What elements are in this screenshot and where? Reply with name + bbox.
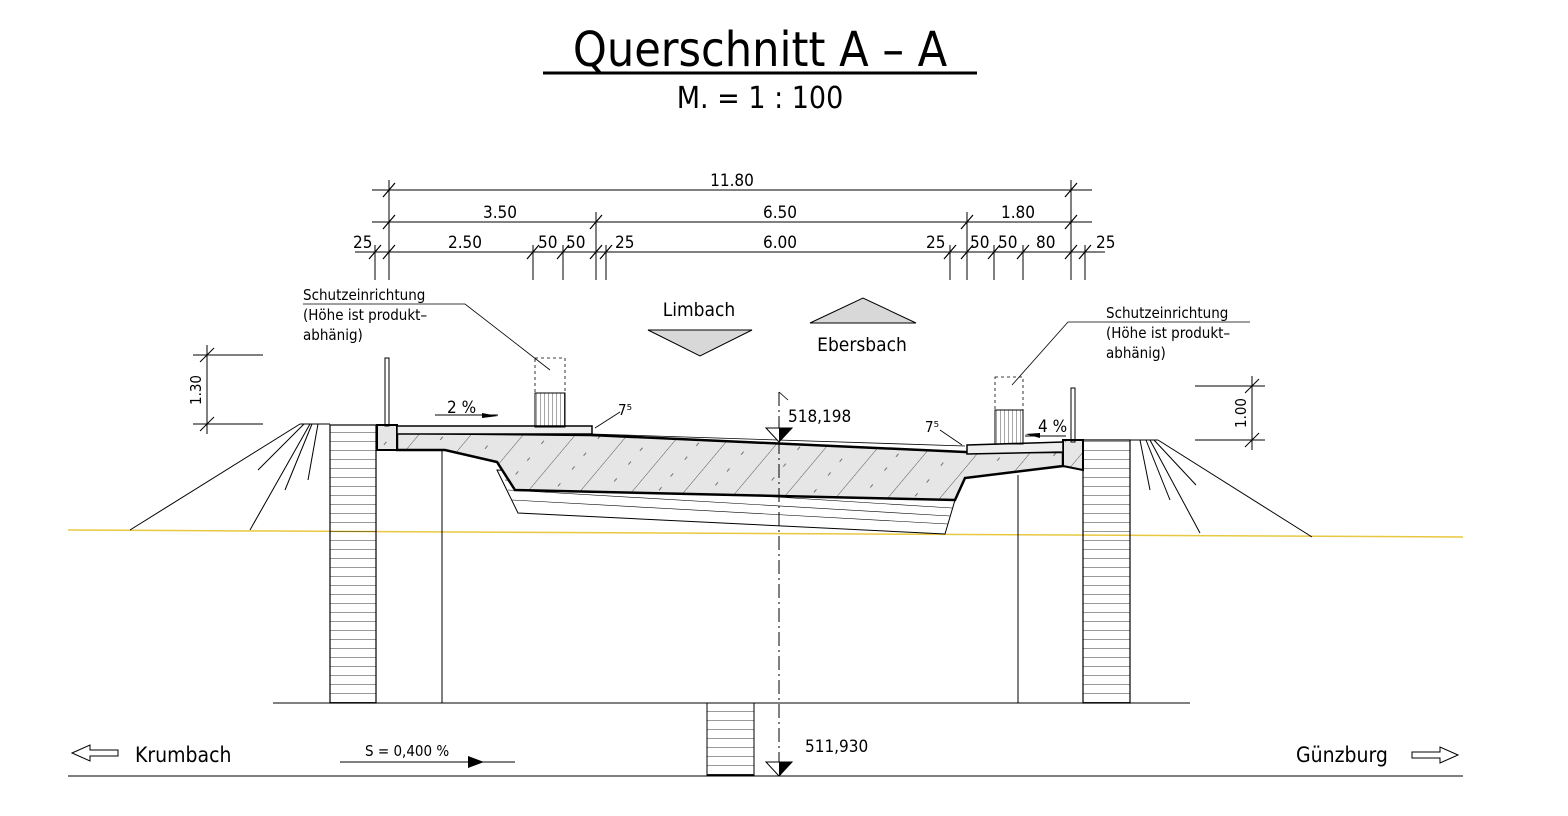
dim-total: 11.80 [710,171,754,191]
direction-down-triangle [647,329,753,357]
to-guenzburg: Günzburg [1296,743,1388,767]
right-barrier [994,409,1024,445]
drawing-title: Querschnitt A – A [573,22,948,78]
height-left: 1.30 [187,375,205,405]
elevation-top: 518,198 [788,407,851,427]
left-walkway [396,425,593,435]
right-cap [1062,439,1084,472]
right-note-line1: Schutzeinrichtung [1106,304,1228,322]
curb-left: 7⁵ [618,401,632,419]
elevation-bottom: 511,930 [805,737,868,757]
slope-right: 4 % [1038,417,1067,437]
right-abutment [1082,439,1131,704]
dim-left: 3.50 [483,203,517,223]
left-note-line1: Schutzeinrichtung [303,286,425,304]
direction-limbach: Limbach [663,299,735,321]
right-post [1070,387,1076,443]
dim-50b: 50 [566,233,585,253]
arrow-right-icon [1411,746,1460,764]
to-krumbach: Krumbach [135,743,231,767]
dim-600: 6.00 [763,233,797,253]
dim-50c: 50 [970,233,989,253]
ground-line [67,529,1464,538]
dim-25b: 25 [615,233,634,253]
road-gradient: S = 0,400 % [365,742,449,760]
drawing-scale: M. = 1 : 100 [677,81,844,116]
curb-right: 7⁵ [925,418,939,436]
arrow-left-icon [70,744,119,762]
dim-50d: 50 [998,233,1017,253]
bridge-deck [395,431,1065,502]
right-note-line3: abhänig) [1106,344,1166,362]
dim-right: 1.80 [1001,203,1035,223]
direction-ebersbach: Ebersbach [817,334,907,356]
right-note-line2: (Höhe ist produkt– [1106,324,1230,342]
left-abutment [329,424,377,704]
center-foundation [706,702,755,776]
dim-25a: 25 [353,233,372,253]
dim-80: 80 [1036,233,1055,253]
dim-50a: 50 [538,233,557,253]
dimension-lines [355,180,1105,280]
slope-left: 2 % [447,398,476,418]
dim-25c: 25 [926,233,945,253]
dim-25d: 25 [1096,233,1115,253]
dim-middle: 6.50 [763,203,797,223]
left-cap [376,424,398,451]
direction-up-triangle [809,297,917,324]
height-right: 1.00 [1232,398,1250,428]
dim-250: 2.50 [448,233,482,253]
left-note-line3: abhänig) [303,326,363,344]
right-walkway [966,441,1064,455]
left-post [384,357,390,427]
left-note-line2: (Höhe ist produkt– [303,306,427,324]
left-barrier [534,392,566,428]
